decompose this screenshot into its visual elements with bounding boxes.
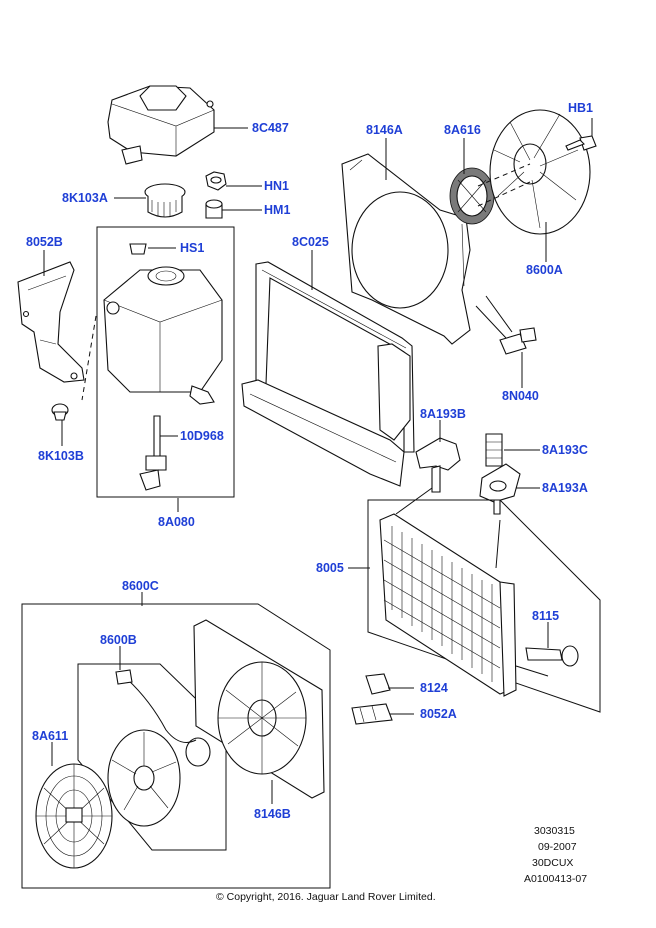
meta-date: 09-2007 [538,841,577,853]
label-8a080[interactable]: 8A080 [158,515,195,529]
label-8052a[interactable]: 8052A [420,707,457,721]
label-8146b[interactable]: 8146B [254,807,291,821]
bolt-8k103b-part [51,403,69,421]
nut-hm1-part [205,199,223,219]
label-hn1[interactable]: HN1 [264,179,289,193]
fan-guard-part [35,763,113,869]
label-8k103a[interactable]: 8K103A [62,191,108,205]
label-8600b[interactable]: 8600B [100,633,137,647]
radiator-frame-part [241,261,415,487]
label-8600a[interactable]: 8600A [526,263,563,277]
label-hm1[interactable]: HM1 [264,203,290,217]
fan-kit-frame [21,603,331,889]
label-8c487[interactable]: 8C487 [252,121,289,135]
tank-cover-part [107,85,215,165]
label-8115[interactable]: 8115 [532,609,559,623]
fan-motor-part [107,669,211,827]
mount-8a193b-part [415,437,461,493]
mount-8a193a-part [479,463,521,515]
label-8a193c[interactable]: 8A193C [542,443,588,457]
viscous-coupling-part [449,167,495,225]
expansion-tank-part [103,243,223,405]
label-8146a[interactable]: 8146A [366,123,403,137]
level-sensor-part [139,415,167,491]
copyright-text: © Copyright, 2016. Jaguar Land Rover Lim… [216,891,436,903]
motor-subframe [77,663,227,851]
label-8005[interactable]: 8005 [316,561,344,575]
drain-plug-part [525,645,579,667]
radiator-guides [395,487,501,569]
axis-dash-1 [477,163,531,187]
label-8a616[interactable]: 8A616 [444,123,481,137]
label-8a193a[interactable]: 8A193A [542,481,588,495]
filler-cap-part [144,183,186,218]
bolt-hb1-part [565,135,597,151]
fan-shroud-part [341,153,471,345]
fan-shroud-8146b-part [193,619,325,799]
clip-guide [475,295,513,339]
label-10d968[interactable]: 10D968 [180,429,224,443]
bracket-8052a-part [351,703,393,725]
mount-8a193c-part [485,433,503,467]
axis-dash-2 [477,181,531,207]
tank-bracket-part [17,261,85,383]
label-hs1[interactable]: HS1 [180,241,204,255]
drawing-meta: 3030315 09-2007 30DCUX A0100413-07 [524,825,587,885]
drain-guide [515,665,549,677]
radiator-frame-outline [367,499,601,713]
meta-ref: A0100413-07 [524,873,587,885]
sensor-8124-part [365,673,391,695]
radiator-part [379,513,517,697]
label-8k103b[interactable]: 8K103B [38,449,84,463]
label-hb1[interactable]: HB1 [568,101,593,115]
leader-lines [43,118,593,804]
dashed-guide [81,315,97,401]
label-8600c[interactable]: 8600C [122,579,159,593]
tank-assembly-frame [96,226,235,498]
label-8052b[interactable]: 8052B [26,235,63,249]
nut-hn1-part [205,171,227,191]
label-8124[interactable]: 8124 [420,681,448,695]
clip-8n040-part [499,327,537,355]
meta-code: 30DCUX [532,857,573,869]
label-8a193b[interactable]: 8A193B [420,407,466,421]
part-labels: 8C487 HB1 8146A 8A616 HN1 8K103A HM1 805… [26,101,593,821]
label-8a611[interactable]: 8A611 [32,729,68,743]
fan-blade-part [489,109,591,235]
meta-id: 3030315 [534,825,575,837]
label-8n040[interactable]: 8N040 [502,389,539,403]
label-8c025[interactable]: 8C025 [292,235,329,249]
